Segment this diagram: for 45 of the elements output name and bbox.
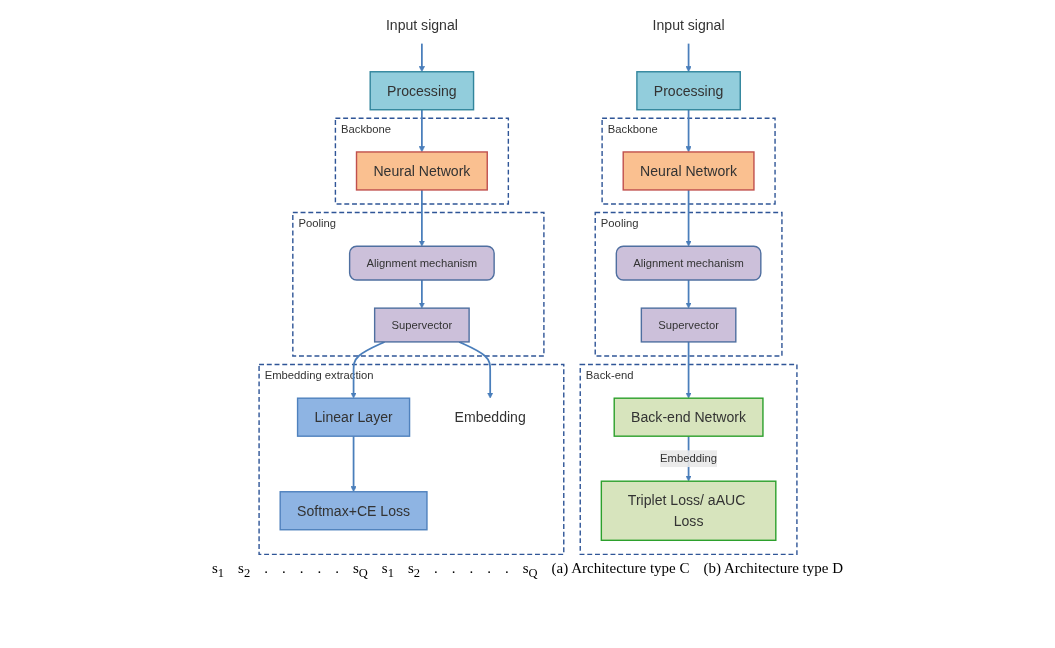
arrow: [685, 189, 692, 247]
node-box: Neural Network: [355, 151, 488, 191]
arrow: [685, 108, 692, 153]
node-box: Back-end Network: [613, 397, 764, 437]
node-box: Triplet Loss/ aAUC Loss: [600, 480, 776, 541]
arrow: [685, 341, 692, 399]
node-box: Processing: [635, 71, 741, 111]
label-text: s$_{Q}$: [352, 560, 368, 581]
label-text: (a) Architecture type C: [551, 560, 690, 578]
arrow: [350, 341, 385, 399]
node-box: Supervector: [373, 307, 470, 343]
label-text: .: [451, 560, 456, 578]
arrow: [418, 108, 425, 153]
arrow: [685, 42, 692, 73]
label-text: .: [335, 560, 339, 578]
label-text: (b) Architecture type D: [703, 560, 843, 578]
label-text: s$_{Q}$: [522, 560, 538, 581]
label-text: s$_{1}$: [212, 560, 225, 581]
arrow: [418, 189, 425, 247]
label-text: .: [317, 560, 322, 578]
label-text: s$_{2}$: [238, 560, 251, 581]
arrow: [685, 279, 692, 309]
node-text: Input signal: [652, 16, 725, 33]
node-box: Processing: [369, 71, 474, 111]
node-box: Softmax+CE Loss: [279, 491, 428, 531]
label-text: .: [264, 560, 268, 578]
node-text: Input signal: [385, 16, 458, 33]
node-box: Alignment mechanism: [348, 245, 495, 281]
arrow: [418, 42, 425, 73]
node-box: Supervector: [640, 307, 736, 343]
label-text: .: [487, 560, 491, 578]
arrow: [350, 435, 357, 493]
label-text: .: [505, 560, 509, 578]
label-text: s$_{2}$: [407, 560, 420, 581]
label-text: .: [469, 560, 474, 578]
node-box: Neural Network: [622, 151, 755, 191]
label-text: s$_{1}$: [381, 560, 394, 581]
arrow: [418, 279, 425, 309]
label-text: .: [281, 560, 286, 578]
node-text: Embedding: [454, 409, 526, 425]
edge-label: Embedding: [659, 452, 717, 465]
label-text: .: [299, 560, 304, 578]
node-box: Linear Layer: [296, 397, 410, 437]
label-text: .: [434, 560, 438, 578]
node-box: Alignment mechanism: [615, 245, 762, 281]
